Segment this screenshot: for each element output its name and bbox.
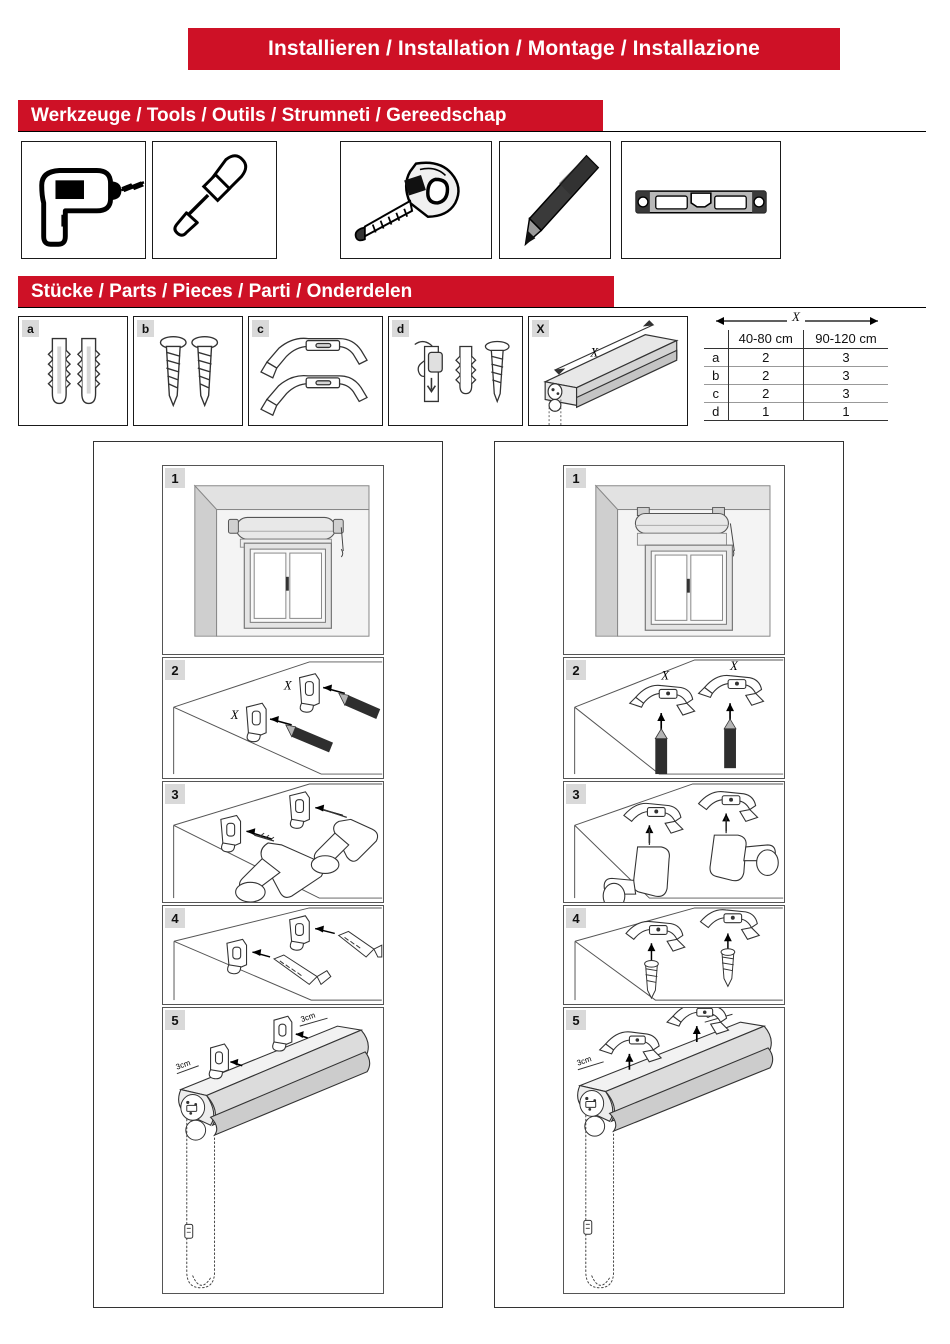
- row-label: c: [704, 383, 728, 402]
- part-label-x: X: [532, 320, 549, 337]
- step-panel-left-5: 5 3cm 3cm: [162, 1007, 384, 1294]
- row-value: 3: [802, 347, 888, 366]
- tape-measure-icon: [354, 161, 460, 242]
- row-value: 3: [802, 365, 888, 384]
- row-label: a: [704, 347, 728, 366]
- step-label-x: X: [230, 708, 240, 722]
- row-value: 3: [802, 383, 888, 402]
- tool-box-spirit-level: [621, 141, 781, 259]
- drill-holes-illustration: [574, 783, 784, 902]
- quantity-axis-row: X: [704, 309, 888, 330]
- ceiling-bracket-icon: [260, 337, 368, 417]
- part-label-c: c: [252, 320, 269, 337]
- step-panel-right-3: 3: [563, 781, 785, 903]
- drill-holes-illustration: [173, 783, 383, 902]
- step-number: 1: [165, 468, 185, 488]
- window-with-blind-ceiling-mounted-illustration: [578, 475, 771, 645]
- drill-icon: [39, 168, 145, 247]
- instruction-column-wall-mount: 1 2: [93, 441, 443, 1308]
- clip-blind-into-brackets-illustration: 3cm 3cm: [576, 1008, 774, 1289]
- row-value: 1: [727, 401, 804, 421]
- row-value: 2: [727, 383, 804, 402]
- quantity-table: 40-80 cm 90-120 cm a 2 3 b 2 3 c 2 3 d: [704, 330, 888, 421]
- step-number: 4: [566, 908, 586, 928]
- part-label-d: d: [392, 320, 409, 337]
- part-box-b: b: [133, 316, 243, 426]
- step-number: 5: [165, 1010, 185, 1030]
- header-col-1: 40-80 cm: [727, 330, 804, 348]
- row-label: d: [704, 401, 728, 421]
- part-box-x: X X: [528, 316, 688, 426]
- header-blank: [704, 330, 728, 348]
- step-number: 3: [566, 784, 586, 804]
- part-box-c: c: [248, 316, 383, 426]
- fasten-brackets-illustration: [173, 907, 383, 1001]
- part-box-d: d: [388, 316, 523, 426]
- row-value: 1: [802, 401, 888, 421]
- step-panel-left-1: 1: [162, 465, 384, 655]
- part-x-dimension-label: X: [589, 345, 599, 359]
- step-number: 3: [165, 784, 185, 804]
- tool-box-pencil: [499, 141, 611, 259]
- parts-section-title: Stücke / Parts / Pieces / Parti / Onderd…: [31, 281, 413, 302]
- header-col-2: 90-120 cm: [802, 330, 888, 348]
- part-label-b: b: [137, 320, 154, 337]
- clip-blind-into-brackets-illustration: 3cm 3cm: [175, 1011, 371, 1289]
- instruction-column-ceiling-mount: 1 2: [494, 441, 844, 1308]
- parts-section-header: Stücke / Parts / Pieces / Parti / Onderd…: [18, 276, 614, 308]
- table-row: c 2 3: [704, 383, 888, 402]
- step-label-x: X: [660, 669, 670, 683]
- pencil-icon: [524, 154, 600, 247]
- mark-bracket-positions-illustration: X X: [574, 659, 784, 775]
- step-number: 5: [566, 1010, 586, 1030]
- step-panel-right-2: 2 X: [563, 657, 785, 779]
- step-panel-left-3: 3: [162, 781, 384, 903]
- row-label: b: [704, 365, 728, 384]
- quantity-axis-label: X: [787, 309, 805, 325]
- tools-section-header: Werkzeuge / Tools / Outils / Strumneti /…: [18, 100, 603, 132]
- chain-tensioner-icon: [414, 340, 510, 404]
- screw-icon: [159, 335, 219, 408]
- part-label-a: a: [22, 320, 39, 337]
- page-title-bar: Installieren / Installation / Montage / …: [188, 28, 840, 70]
- table-row: d 1 1: [704, 401, 888, 421]
- screwdriver-icon: [173, 154, 248, 237]
- parts-section-rule: [18, 307, 926, 308]
- window-with-blind-wall-mounted-illustration: [177, 475, 370, 645]
- step-label-x: X: [283, 678, 293, 692]
- spirit-level-icon: [635, 190, 767, 214]
- row-value: 2: [727, 365, 804, 384]
- step-panel-right-5: 5 3cm 3cm: [563, 1007, 785, 1294]
- mark-bracket-positions-illustration: X X: [173, 661, 383, 775]
- quantity-table-wrap: X 40-80 cm 90-120 cm a 2 3 b 2 3 c 2: [704, 309, 888, 421]
- step-number: 2: [566, 660, 586, 680]
- step-number: 2: [165, 660, 185, 680]
- tools-section-rule: [18, 131, 926, 132]
- step-panel-left-4: 4: [162, 905, 384, 1005]
- fasten-brackets-illustration: [574, 907, 783, 1001]
- part-box-a: a: [18, 316, 128, 426]
- page-title: Installieren / Installation / Montage / …: [268, 37, 760, 60]
- step-number: 1: [566, 468, 586, 488]
- tool-box-screwdriver: [152, 141, 277, 259]
- step-panel-left-2: 2 X X: [162, 657, 384, 779]
- tools-section-title: Werkzeuge / Tools / Outils / Strumneti /…: [31, 105, 507, 126]
- row-value: 2: [727, 347, 804, 366]
- table-header-row: 40-80 cm 90-120 cm: [704, 330, 888, 348]
- step-panel-right-4: 4: [563, 905, 785, 1005]
- step-number: 4: [165, 908, 185, 928]
- roller-blind-icon: X: [543, 320, 679, 425]
- table-row: b 2 3: [704, 365, 888, 384]
- wall-plug-icon: [47, 337, 101, 405]
- table-row: a 2 3: [704, 347, 888, 366]
- step-panel-right-1: 1: [563, 465, 785, 655]
- tool-box-drill: [21, 141, 146, 259]
- step-label-x: X: [729, 659, 739, 673]
- tool-box-tape-measure: [340, 141, 492, 259]
